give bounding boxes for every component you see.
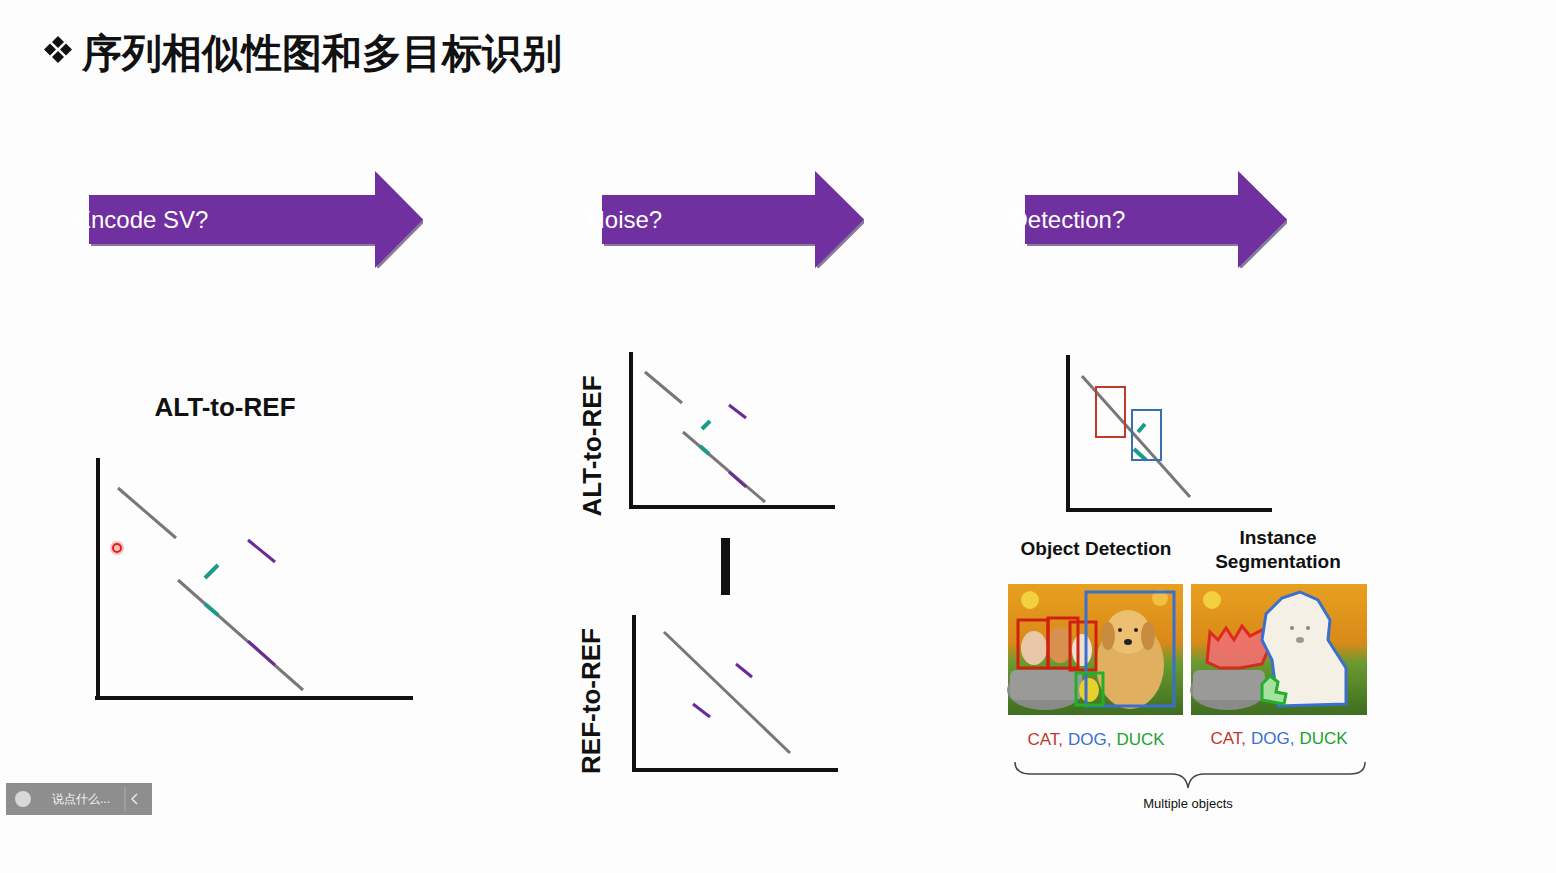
class-name: CAT, [1027,730,1063,750]
class-name: CAT, [1210,729,1246,749]
arrow-box: Detection? [1025,171,1287,268]
brace-note: Multiple objects [1143,796,1233,811]
arrow-label: Encode SV? [75,206,208,234]
dot-plot-alt-small [629,352,835,509]
dot-plot-alt [95,458,413,700]
brace [1015,762,1365,788]
arrow-box: Noise? [602,171,864,268]
comment-widget [6,783,152,815]
slide-title: 序列相似性图和多目标识别 [82,26,562,81]
arrow-box: Encode SV? [89,171,423,268]
class-list: CAT,DOG,DUCK [1027,730,1164,750]
class-name: DOG, [1068,730,1111,750]
class-name: DOG, [1251,729,1294,749]
axis-label: ALT-to-REF [577,375,608,516]
class-list: CAT,DOG,DUCK [1210,729,1347,749]
photo-instance-segmentation [1190,584,1367,715]
photo-object-detection [1007,584,1183,715]
plot-label: ALT-to-REF [154,392,295,423]
image-caption: Instance Segmentation [1203,526,1353,574]
arrow-label: Noise? [588,206,663,234]
class-name: DUCK [1116,730,1164,750]
dot-plot-detection [1066,355,1272,512]
image-caption: Object Detection [1021,538,1172,560]
comment-hint: 说点什么... [52,791,110,808]
arrow-label: Detection? [1011,206,1126,234]
minus-bar [721,538,730,595]
title-bullet [44,36,72,63]
class-name: DUCK [1299,729,1347,749]
axis-label: REF-to-REF [576,628,607,774]
dot-plot-ref [632,615,838,772]
